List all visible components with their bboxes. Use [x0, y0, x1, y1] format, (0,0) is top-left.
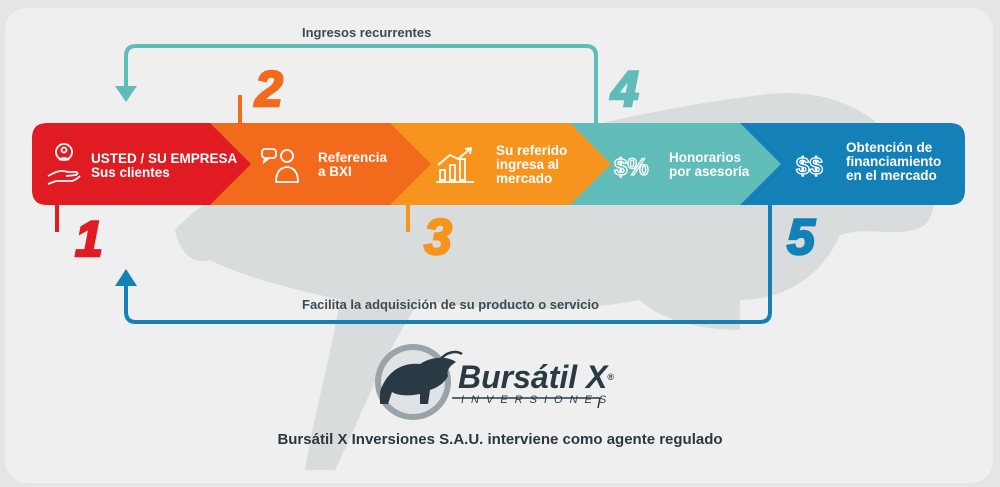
step-1-line2: Sus clientes [91, 165, 170, 180]
step-3-line1: Su referido [496, 143, 568, 158]
bottom-loop-arrowhead [115, 269, 137, 286]
brand-name: Bursátil X® [458, 361, 614, 393]
step-4-line1: Honorarios [669, 150, 742, 165]
dollar-percent-icon: $% [613, 153, 649, 181]
brand-registered: ® [607, 372, 615, 382]
top-loop-arrowhead [115, 86, 137, 102]
segment-2-shape [205, 123, 431, 205]
step-2-line2: a BXI [318, 164, 352, 179]
svg-text:$%: $% [614, 154, 649, 181]
step-5-line1: Obtención de [846, 140, 933, 155]
step-1-text: USTED / SU EMPRESA Sus clientes [91, 152, 237, 180]
step-number-4: 4 [610, 61, 640, 117]
top-loop-arrow [124, 44, 598, 125]
step-3-line2: ingresa al [496, 157, 560, 172]
segment-3-shape [385, 123, 611, 205]
segment-4-shape [565, 123, 781, 205]
step-number-2: 2 [254, 61, 284, 117]
bull-logo-icon [375, 344, 463, 420]
step-3-text: Su referido ingresa al mercado [496, 144, 567, 186]
bottom-flow-label: Facilita la adquisición de su producto o… [302, 297, 599, 312]
dollar-dollar-icon: $$ [795, 152, 824, 180]
brand-tagline: INVERSIONES [461, 394, 614, 406]
step-number-3: 3 [423, 209, 453, 265]
step-2-text: Referencia a BXI [318, 151, 387, 179]
step-2-line1: Referencia [318, 150, 388, 165]
step-5-line2: financiamiento [846, 154, 942, 169]
step-5-text: Obtención de financiamiento en el mercad… [846, 141, 941, 183]
segment-5-shape [735, 123, 965, 205]
step-3-line3: mercado [496, 171, 553, 186]
brand-name-text: Bursátil X [458, 359, 608, 395]
referral-chat-icon [261, 148, 299, 183]
person-hand-icon [47, 143, 81, 185]
footer-text: Bursátil X Inversiones S.A.U. interviene… [277, 431, 723, 448]
svg-text:$$: $$ [796, 153, 823, 180]
step-5-line3: en el mercado [846, 168, 937, 183]
top-flow-label: Ingresos recurrentes [302, 25, 432, 40]
step-1-line1: USTED / SU EMPRESA [91, 151, 238, 166]
step-4-text: Honorarios por asesoría [669, 151, 749, 179]
step-number-5: 5 [786, 209, 816, 265]
step-number-1: 1 [74, 211, 104, 267]
bottom-loop-arrow [124, 205, 772, 324]
step-4-line2: por asesoría [669, 164, 750, 179]
growth-chart-icon [436, 146, 474, 183]
segment-1-shape [32, 123, 251, 205]
